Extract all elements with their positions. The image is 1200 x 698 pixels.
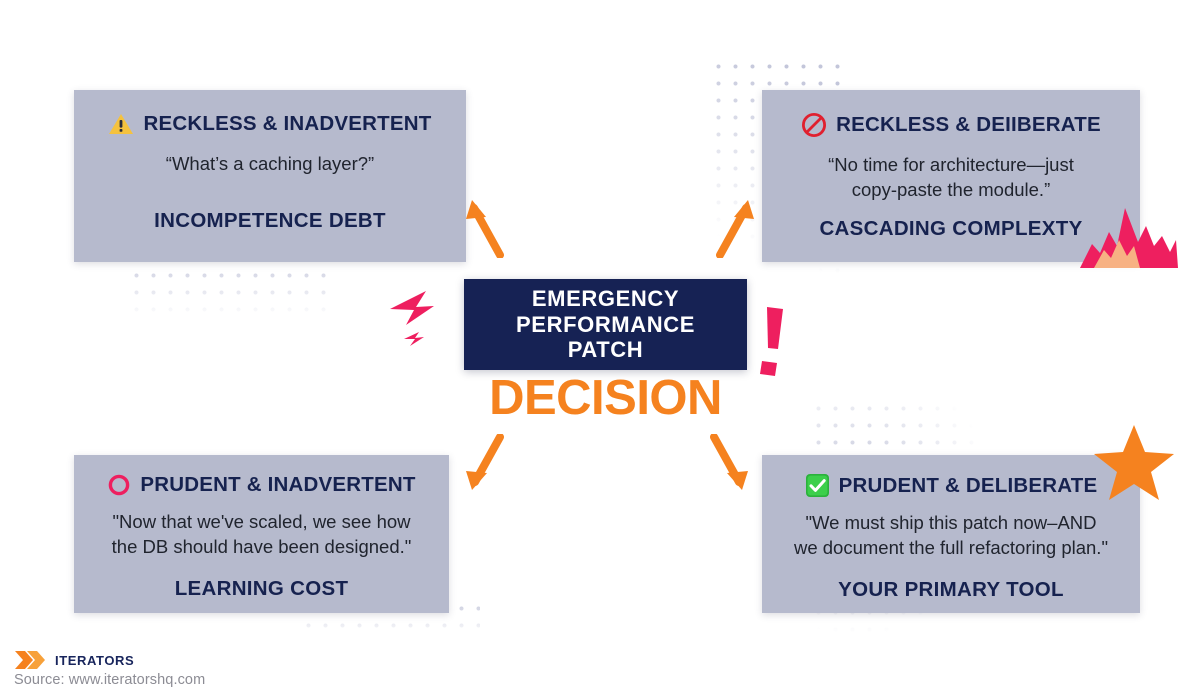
quadrant-card-prudent-inadvertent[interactable]: PRUDENT & INADVERTENT "Now that we've sc…: [74, 455, 449, 613]
arrow-up-left: [462, 192, 506, 263]
footer: ITERATORS Source: www.iteratorshq.com: [14, 650, 205, 688]
arrow-up-right: [714, 192, 758, 263]
card-title: RECKLESS & DEIIBERATE: [836, 113, 1101, 136]
source-line: Source: www.iteratorshq.com: [14, 672, 206, 688]
card-quote: "Now that we've scaled, we see how the D…: [111, 511, 412, 557]
card-outcome-label: CASCADING COMPLEXTY: [819, 217, 1083, 241]
card-quote: “What’s a caching layer?”: [165, 153, 375, 174]
quadrant-card-reckless-inadvertent[interactable]: RECKLESS & INADVERTENT “What’s a caching…: [74, 90, 466, 262]
center-decision-box[interactable]: EMERGENCY PERFORMANCE PATCH: [464, 279, 747, 370]
iterators-chevron-logo-icon: [14, 650, 48, 670]
card-title: RECKLESS & INADVERTENT: [143, 112, 432, 135]
card-quote: “No time for architecture—just copy-past…: [828, 154, 1074, 200]
pink-circle-icon: [107, 473, 131, 497]
warning-triangle-icon: [108, 112, 134, 136]
quadrant-card-reckless-deliberate[interactable]: RECKLESS & DEIIBERATE “No time for archi…: [762, 90, 1140, 262]
card-title: PRUDENT & INADVERTENT: [140, 473, 416, 496]
card-quote: "We must ship this patch now–AND we docu…: [793, 512, 1109, 558]
card-title: PRUDENT & DELIBERATE: [838, 473, 1098, 497]
brand-name: ITERATORS: [55, 652, 135, 668]
lightning-bolt-icon: [386, 285, 442, 352]
card-outcome-label: YOUR PRIMARY TOOL: [838, 578, 1064, 602]
card-outcome-label: LEARNING COST: [174, 577, 349, 601]
center-decision-label: DECISION: [489, 371, 722, 425]
brand-row: ITERATORS: [14, 650, 205, 670]
center-box-title: EMERGENCY PERFORMANCE PATCH: [516, 285, 695, 363]
quadrant-card-prudent-deliberate[interactable]: PRUDENT & DELIBERATE "We must ship this …: [762, 455, 1140, 613]
card-header: PRUDENT & INADVERTENT: [84, 473, 439, 497]
arrow-down-left: [462, 433, 506, 503]
prohibited-icon: [801, 112, 827, 138]
card-header: RECKLESS & INADVERTENT: [84, 112, 456, 136]
green-check-icon: [805, 473, 830, 498]
arrow-down-right: [708, 433, 752, 503]
card-header: RECKLESS & DEIIBERATE: [772, 112, 1130, 138]
exclamation-mark-icon: [756, 305, 790, 382]
card-outcome-label: INCOMPETENCE DEBT: [154, 208, 386, 232]
card-header: PRUDENT & DELIBERATE: [772, 473, 1130, 498]
